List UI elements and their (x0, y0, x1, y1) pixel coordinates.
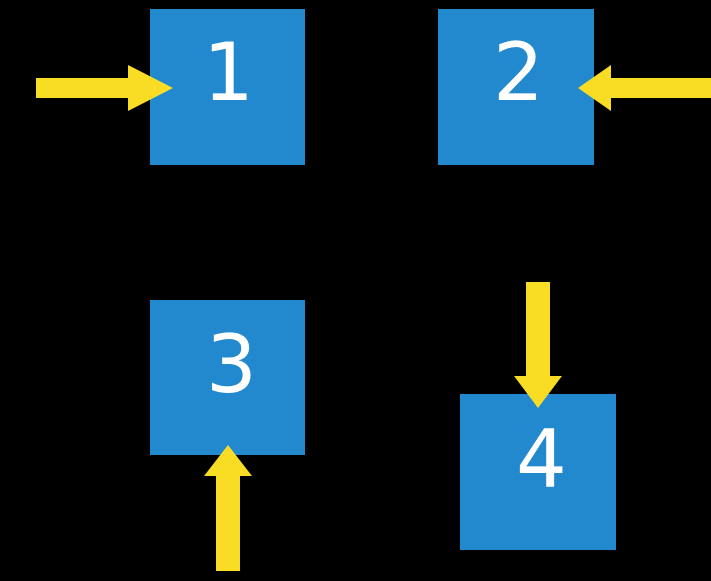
node-box-3[interactable] (150, 300, 305, 455)
node-box-1[interactable] (150, 9, 305, 165)
node-label-1: 1 (203, 26, 254, 119)
node-box-2[interactable] (438, 9, 594, 165)
node-box-4[interactable] (460, 394, 616, 550)
node-label-3: 3 (206, 318, 257, 411)
node-label-2: 2 (493, 26, 544, 119)
arrow-into-node-4-icon (514, 282, 562, 408)
arrow-into-node-1-icon (36, 65, 173, 111)
arrow-into-node-3-icon (204, 445, 252, 571)
arrow-into-node-2-icon (578, 65, 711, 111)
node-label-4: 4 (516, 413, 567, 506)
